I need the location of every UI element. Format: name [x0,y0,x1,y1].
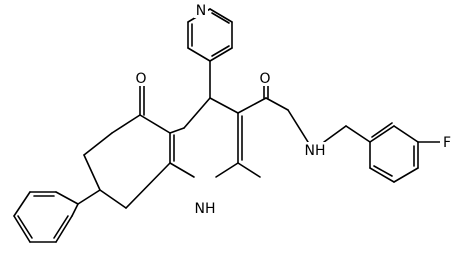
bond [169,127,185,134]
bond [393,167,419,183]
bond [139,114,171,134]
bond [55,191,79,205]
bond [111,114,141,134]
atom-label-layer: N O O NH F NH [134,2,454,217]
fluorine-label: F [443,135,451,151]
label-backdrop [304,142,326,158]
bond [237,162,261,178]
bond [55,215,73,243]
bond [209,47,233,62]
bond [369,125,395,143]
bond [209,8,233,23]
label-backdrop [440,134,454,150]
bond [287,109,309,143]
bond [265,97,289,111]
bond [393,125,419,143]
bond [209,97,239,114]
bond [83,132,113,156]
bond [17,215,33,239]
bond [53,215,69,239]
amide-nh-label: NH [305,143,326,159]
bond [187,47,211,62]
bond [211,45,230,57]
bond [77,189,101,205]
label-backdrop [134,70,148,86]
bond [125,162,171,209]
bond [13,191,31,217]
bond [13,215,31,243]
ketone-oxygen-label: O [135,71,146,87]
pyridine-nitrogen-label: N [196,3,206,19]
bond [71,203,79,217]
label-backdrop [194,2,208,18]
bond-layer [13,8,441,243]
bond [215,162,239,178]
bond [369,167,395,183]
bond [237,97,267,114]
bond [169,162,195,178]
amide-oxygen-label: O [259,71,270,87]
bond [99,189,127,209]
bond [83,154,101,191]
bond [211,12,230,24]
bond [373,165,393,177]
label-backdrop [258,70,272,86]
ring-nh-label: NH [195,201,216,217]
label-backdrop [194,200,216,216]
bond [183,97,211,129]
bond [323,125,347,143]
bond [345,125,371,143]
bond [371,122,393,138]
